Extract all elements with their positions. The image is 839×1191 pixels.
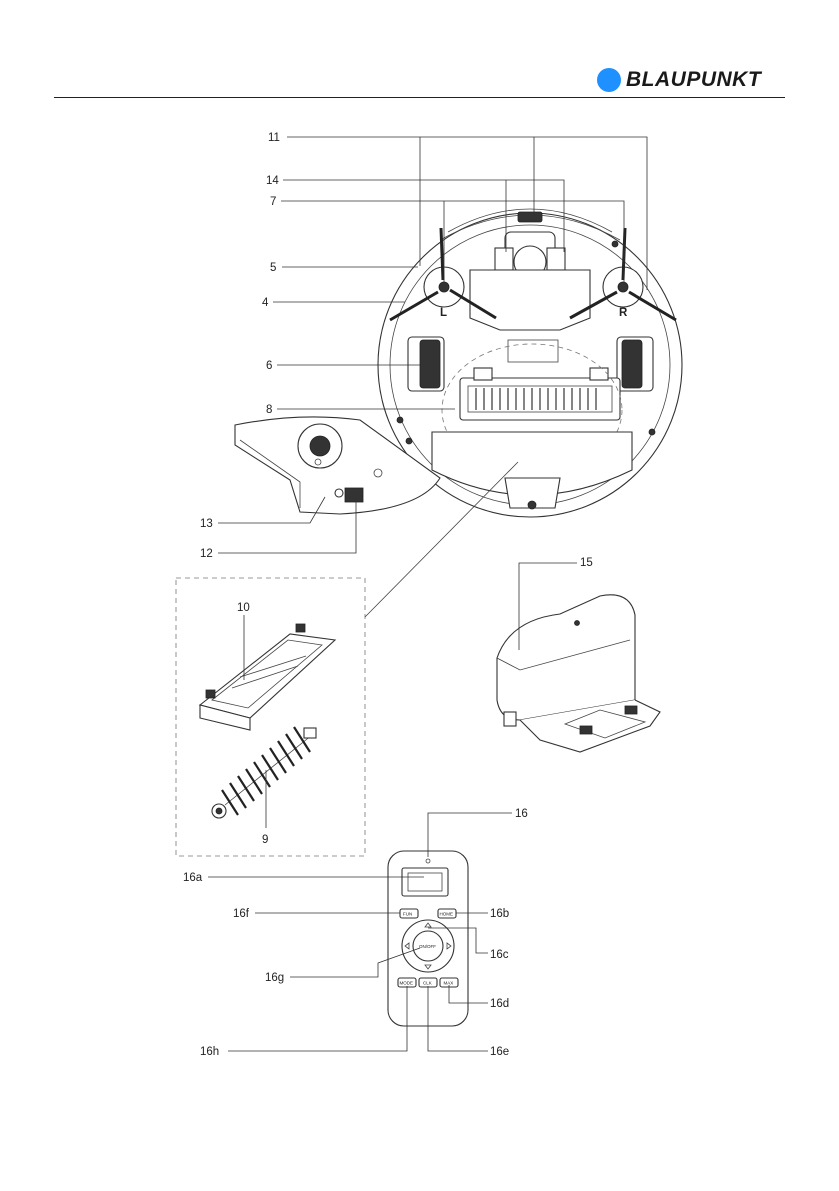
- callout-16h: 16h: [200, 1046, 219, 1058]
- main-brush-roller: [212, 727, 316, 818]
- callout-16d: 16d: [490, 998, 509, 1010]
- clk-button[interactable]: CLK: [423, 981, 432, 986]
- callout-5: 5: [270, 262, 276, 274]
- callout-15: 15: [580, 557, 593, 569]
- callout-16g: 16g: [265, 972, 284, 984]
- callout-16c: 16c: [490, 949, 509, 961]
- brush-cover: [200, 624, 335, 730]
- callout-9: 9: [262, 834, 268, 846]
- mode-button[interactable]: MODE: [400, 981, 414, 986]
- charging-base: [497, 595, 660, 752]
- wheel-label-right: R: [619, 307, 628, 319]
- callout-14: 14: [266, 175, 279, 187]
- callout-16f: 16f: [233, 908, 250, 920]
- callout-16b: 16b: [490, 908, 509, 920]
- fun-button[interactable]: FUN: [403, 912, 412, 917]
- home-button[interactable]: HOME: [440, 912, 454, 917]
- callout-11: 11: [268, 132, 280, 144]
- wheel-label-left: L: [440, 307, 447, 319]
- callout-16e: 16e: [490, 1046, 509, 1058]
- callout-12: 12: [200, 548, 213, 560]
- callout-7: 7: [270, 196, 276, 208]
- callout-4: 4: [262, 297, 269, 309]
- callout-16: 16: [515, 808, 528, 820]
- max-button[interactable]: MAX: [444, 981, 454, 986]
- callout-6: 6: [266, 360, 272, 372]
- callout-16a: 16a: [183, 872, 203, 884]
- callout-10: 10: [237, 602, 250, 614]
- callout-8: 8: [266, 404, 272, 416]
- onoff-button[interactable]: ON/OFF: [419, 944, 436, 949]
- callout-13: 13: [200, 518, 213, 530]
